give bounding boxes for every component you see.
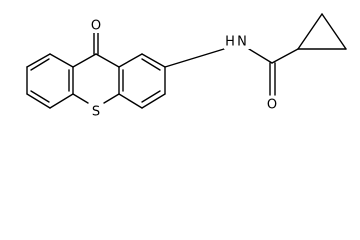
cyclopropyl-ring: [297, 13, 347, 50]
svg-text:O: O: [267, 98, 277, 113]
svg-text:S: S: [92, 105, 100, 120]
ketone-double-bond: [93, 32, 99, 55]
svg-text:H: H: [225, 35, 235, 50]
central-thiopyranone-ring: [72, 53, 120, 104]
right-benzene-ring: [118, 53, 166, 109]
atom-label-amide-oxygen: O: [265, 97, 279, 113]
chemical-structure-diagram: O S H N O: [26, 13, 347, 120]
atom-label-ketone-oxygen: O: [89, 18, 103, 34]
left-benzene-ring: [26, 53, 74, 109]
atom-label-amide-nh: H N: [224, 34, 250, 50]
amide-linkage: [164, 48, 299, 96]
atom-label-ring-sulfur: S: [89, 104, 103, 120]
svg-text:N: N: [237, 35, 247, 50]
svg-text:O: O: [91, 19, 101, 34]
